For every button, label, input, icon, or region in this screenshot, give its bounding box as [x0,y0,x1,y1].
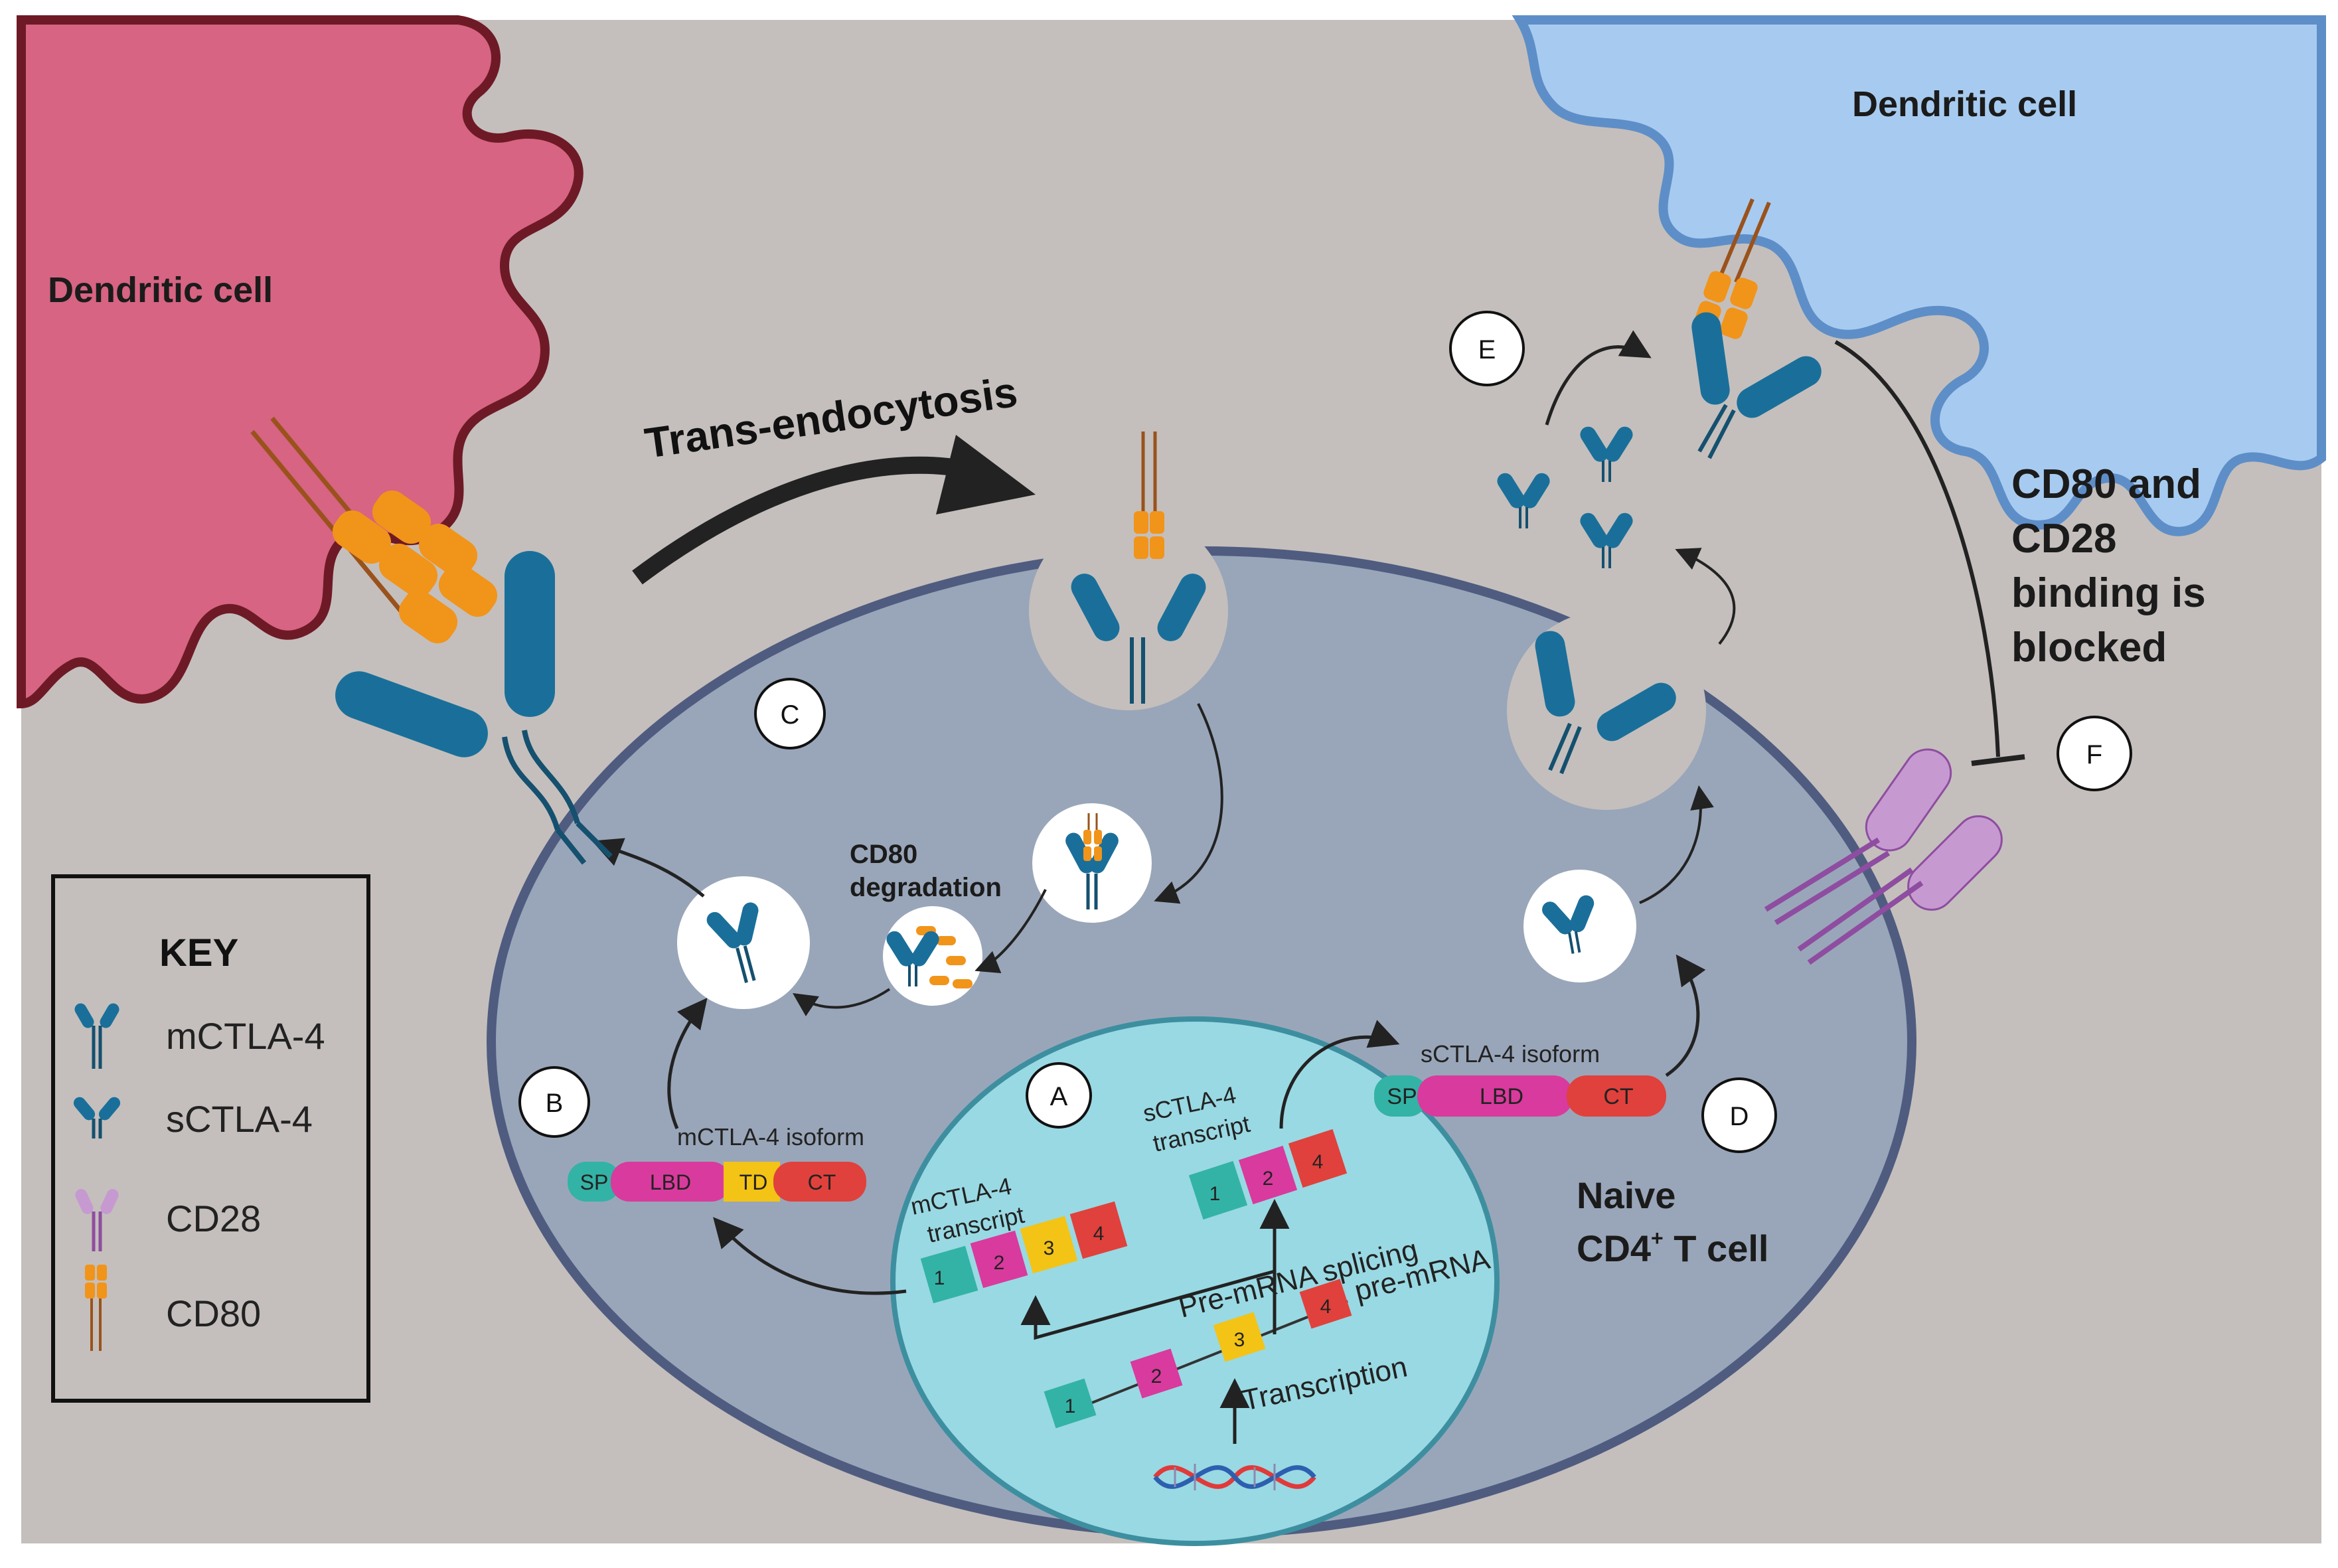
step-badge-b: B [518,1066,590,1138]
translation-arrow-sctla4 [1279,1020,1400,1129]
legend-title: KEY [159,931,238,975]
domain-lbd-label: LBD [1480,1084,1523,1109]
arrow-to-surface [591,838,705,898]
step-badge-f: F [2057,716,2132,791]
cd80-sctla4-complex-right [1691,198,1822,459]
step-b-label: B [546,1089,564,1118]
translation-arrow-mctla4 [713,1217,907,1295]
inhibition-line [1834,340,2000,757]
pre-mrna: 1 2 3 4 [1044,1279,1352,1429]
ctla4-secretion-pocket [1535,631,1676,775]
arrow-secretion-release [1675,548,1736,645]
exon-label: 1 [934,1267,945,1289]
blocked-label-line2: CD28 [2011,516,2117,562]
naive-t-cell-text: T cell [1664,1227,1769,1269]
naive-t-cell-label: CD4+ T cell [1577,1226,1768,1269]
exon-label: 1 [1065,1395,1076,1417]
sctla4-isoform: SP LBD CT [1374,1075,1666,1117]
dendritic-cell-right [1512,15,2326,536]
domain-lbd-label: LBD [650,1170,691,1194]
mctla4-isoform: SP LBD TD CT [568,1162,866,1202]
dendritic-cell-left-label: Dendritic cell [48,270,273,310]
domain-sp-label: SP [1387,1084,1417,1109]
nucleus [890,1016,1500,1546]
domain-sp-label: SP [580,1170,609,1194]
trans-endocytosis-arrow [632,456,978,585]
inhibition-bar [1971,754,2025,766]
domain-ct-label: CT [1603,1084,1633,1109]
mctla4-transcript: 1 2 3 4 [920,1201,1128,1304]
endocytosis-pocket [1029,511,1228,710]
legend-cd28-icon [75,1189,119,1251]
blocked-label-line4: blocked [2011,625,2167,670]
cd80-ctla4-complex-left [250,416,613,865]
step-d-label: D [1730,1102,1749,1131]
step-badge-d: D [1701,1077,1777,1153]
dendritic-cell-left [17,15,584,709]
arrow-to-degradation [974,889,1047,973]
step-e-label: E [1478,335,1496,364]
step-f-label: F [2086,740,2102,769]
sctla4-isoform-label: sCTLA-4 isoform [1421,1040,1600,1067]
cd80-degradation-label: degradation [850,873,1002,902]
trans-endocytosis-arrowhead [936,435,1036,514]
exon-label: 4 [1320,1296,1332,1318]
domain-ct-label: CT [808,1170,836,1194]
arrow-to-mctla4-vesicle [667,997,708,1129]
legend-label-cd28: CD28 [166,1198,261,1239]
arrow-e-binding [1545,330,1652,426]
mctla4-isoform-label: mCTLA-4 isoform [677,1123,864,1150]
exon-label: 2 [1263,1168,1274,1190]
legend-cd80-icon [85,1265,107,1351]
cd80-in-vesicle-icon [1083,813,1102,861]
arrow-endosome-trafficking [1154,703,1223,904]
arrow-to-sctla4-vesicle [1665,954,1706,1077]
cd28-receptor [1764,748,2003,965]
cd80-degradation-label: CD80 [850,840,917,869]
blocked-label-line3: binding is [2011,570,2206,616]
blocked-label-line1: CD80 and [2011,461,2201,507]
exon-label: 3 [1044,1237,1055,1259]
legend-key: KEY mCTLA-4 sCTLA-4 CD28 CD80 [51,874,370,1403]
exon-label: 2 [1151,1366,1162,1387]
naive-t-cell-sup: + [1651,1226,1664,1250]
exon-label: 1 [1209,1183,1221,1205]
exon-label: 2 [994,1252,1005,1274]
arrow-to-secretion [1639,785,1714,904]
exon-label: 4 [1312,1151,1324,1173]
exon-label: 4 [1093,1223,1105,1245]
naive-t-cell-cd4: CD4 [1577,1227,1651,1269]
legend-label-mctla4: mCTLA-4 [166,1015,325,1057]
step-a-label: A [1050,1082,1068,1111]
legend-mctla4-icon [74,1003,119,1069]
legend-label-sctla4: sCTLA-4 [166,1098,313,1140]
degraded-cd80-fragments-icon [916,926,973,988]
step-c-label: C [781,700,800,730]
cd80-ctla4-complex-pocket [1071,431,1206,704]
splicing-arrow-mctla4 [1020,1269,1277,1340]
step-badge-e: E [1449,311,1525,386]
step-badge-c: C [754,678,826,749]
step-badge-a: A [1026,1062,1092,1129]
arrow-recycling [793,988,891,1016]
exon-label: 3 [1234,1329,1245,1351]
legend-label-cd80: CD80 [166,1293,261,1334]
domain-td-label: TD [740,1170,768,1194]
dna-helix-icon [1153,1464,1316,1490]
sctla4-transcript: 1 2 4 [1188,1129,1348,1220]
dendritic-cell-right-label: Dendritic cell [1852,84,2077,124]
legend-sctla4-icon [73,1097,121,1138]
naive-t-cell-label: Naive [1577,1174,1676,1216]
